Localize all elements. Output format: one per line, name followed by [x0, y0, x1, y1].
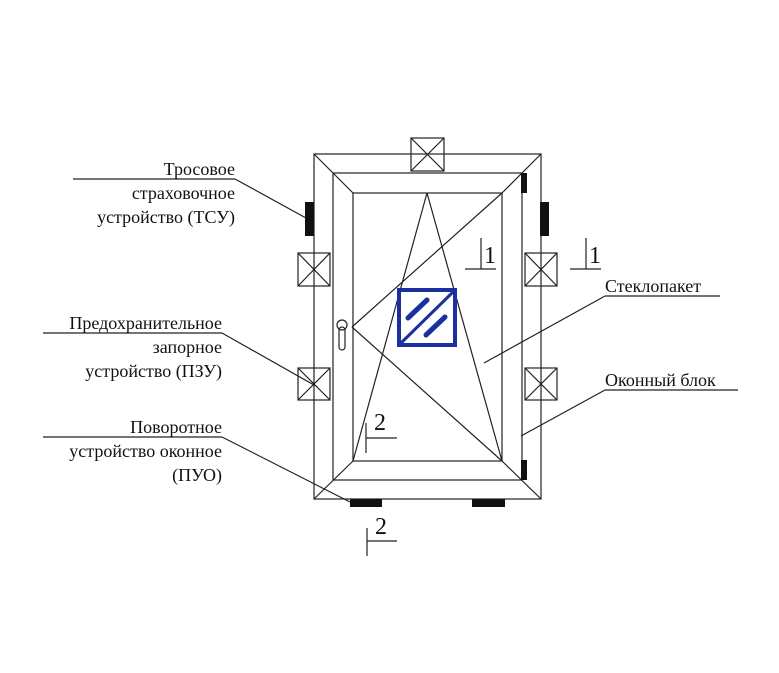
anchor-right-2 [524, 367, 558, 401]
svg-text:устройство (ТСУ): устройство (ТСУ) [97, 207, 235, 228]
svg-text:страховочное: страховочное [132, 183, 235, 203]
svg-text:Предохранительное: Предохранительное [69, 313, 222, 333]
svg-text:Поворотное: Поворотное [130, 417, 222, 437]
hardware-marks [305, 173, 549, 507]
label-puo: Поворотное устройство оконное (ПУО) [43, 417, 351, 503]
anchor-left-2 [297, 367, 331, 401]
anchor-top [410, 137, 445, 172]
section-mark-2-inner: 2 [365, 410, 397, 453]
section-mark-1-outer: 1 [570, 238, 601, 270]
svg-text:1: 1 [484, 243, 496, 269]
glass-unit-logo-icon [397, 288, 457, 347]
svg-text:2: 2 [374, 410, 386, 436]
mounting-anchors [297, 137, 558, 401]
svg-text:1: 1 [589, 243, 601, 269]
svg-text:запорное: запорное [153, 337, 222, 357]
handle-icon [336, 319, 348, 351]
label-window-block: Оконный блок [520, 370, 738, 437]
section-mark-2-outer: 2 [366, 514, 397, 556]
svg-text:устройство оконное: устройство оконное [69, 441, 222, 461]
section-mark-1-inner: 1 [465, 238, 496, 270]
opening-scheme [351, 192, 503, 462]
svg-text:устройство (ПЗУ): устройство (ПЗУ) [85, 361, 222, 382]
anchor-left-1 [297, 252, 331, 287]
anchor-right-1 [524, 252, 558, 287]
svg-text:(ПУО): (ПУО) [172, 465, 222, 486]
svg-text:Тросовое: Тросовое [164, 159, 235, 179]
label-glass-unit: Стеклопакет [483, 276, 720, 364]
svg-text:2: 2 [375, 514, 387, 540]
svg-text:Оконный блок: Оконный блок [605, 370, 716, 390]
label-tsu: Тросовое страховочное устройство (ТСУ) [73, 159, 307, 228]
svg-text:Стеклопакет: Стеклопакет [605, 276, 701, 296]
label-pzu: Предохранительное запорное устройство (П… [43, 313, 315, 386]
